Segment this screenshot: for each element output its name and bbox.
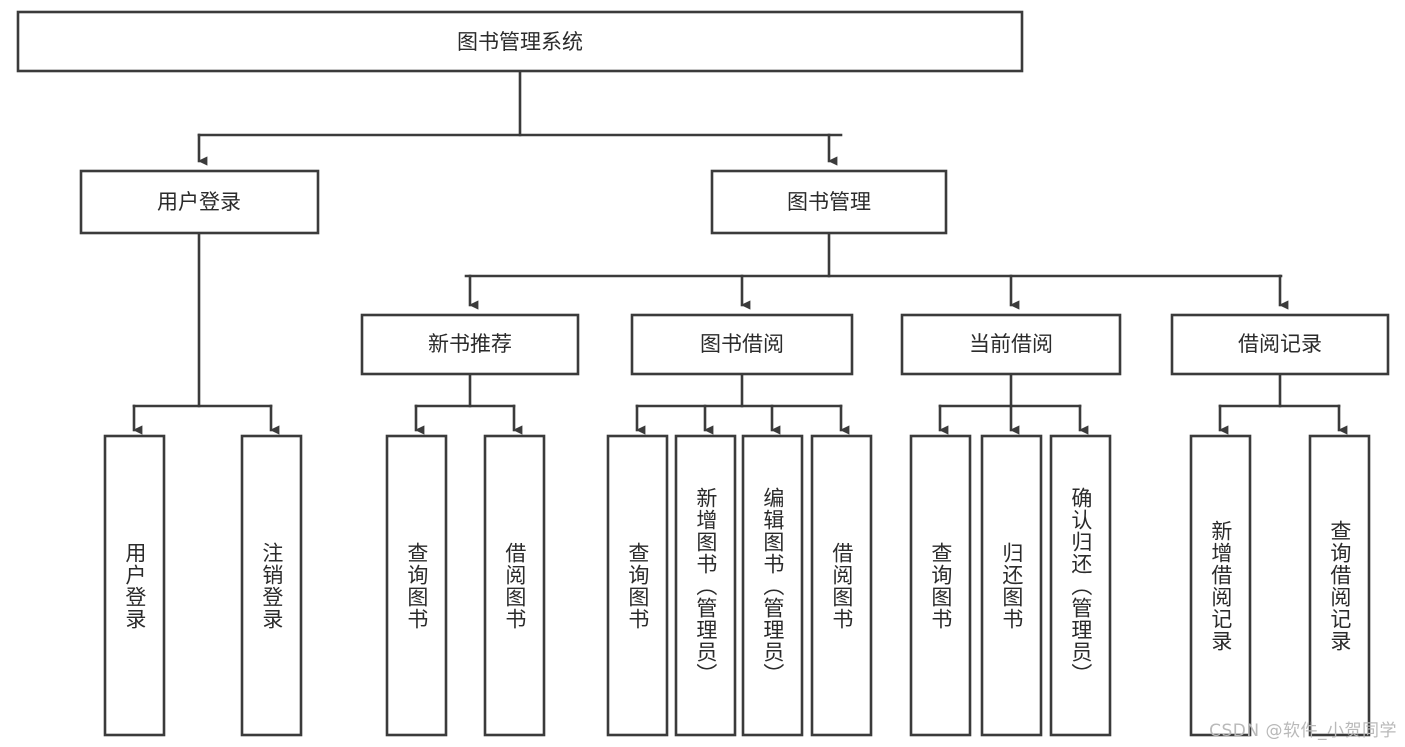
- node-leaf-add-book-box[interactable]: [674, 434, 737, 737]
- node-root[interactable]: 图书管理系统: [16, 10, 1024, 73]
- node-leaf-return-book-box[interactable]: [980, 434, 1043, 737]
- node-new-book-recommend-box[interactable]: [360, 313, 580, 376]
- node-leaf-user-login-box[interactable]: [103, 434, 166, 737]
- node-borrow-record[interactable]: 借阅记录: [1170, 313, 1390, 376]
- connectors-newbook-to-leaves: [414, 372, 523, 435]
- node-leaf-borrow-book-1-box[interactable]: [483, 434, 546, 737]
- node-leaf-add-record-box[interactable]: [1189, 434, 1252, 737]
- connectors-bookmanage-to-level3: [464, 231, 1289, 310]
- connectors-userlogin-to-leaves: [132, 231, 280, 435]
- node-leaf-user-logout-box[interactable]: [240, 434, 303, 737]
- node-borrow-record-box[interactable]: [1170, 313, 1390, 376]
- csdn-watermark: CSDN @软件_小贺同学: [1209, 721, 1397, 741]
- node-root-label: 图书管理系统: [457, 30, 583, 54]
- node-current-borrow-box[interactable]: [900, 313, 1122, 376]
- node-leaf-query-book-3-box[interactable]: [909, 434, 972, 737]
- node-user-login-label: 用户登录: [157, 190, 241, 214]
- leaf-boxes: [103, 434, 1371, 737]
- node-borrow-record-label: 借阅记录: [1238, 332, 1322, 356]
- node-book-borrow[interactable]: 图书借阅: [630, 313, 854, 376]
- node-leaf-borrow-book-2-box[interactable]: [810, 434, 873, 737]
- node-leaf-query-record-box[interactable]: [1308, 434, 1371, 737]
- connectors-currentborrow-to-leaves: [938, 372, 1089, 435]
- node-new-book-recommend[interactable]: 新书推荐: [360, 313, 580, 376]
- connectors-bookborrow-to-leaves: [635, 372, 850, 435]
- node-leaf-confirm-return-box[interactable]: [1049, 434, 1112, 737]
- node-book-borrow-box[interactable]: [630, 313, 854, 376]
- node-leaf-edit-book-box[interactable]: [741, 434, 804, 737]
- node-leaf-query-book-2-box[interactable]: [606, 434, 669, 737]
- node-leaf-query-book-1-box[interactable]: [385, 434, 448, 737]
- node-book-manage-label: 图书管理: [787, 190, 871, 214]
- node-user-login[interactable]: 用户登录: [79, 169, 320, 235]
- node-new-book-recommend-label: 新书推荐: [428, 332, 512, 356]
- node-current-borrow[interactable]: 当前借阅: [900, 313, 1122, 376]
- node-current-borrow-label: 当前借阅: [969, 332, 1053, 356]
- node-book-manage[interactable]: 图书管理: [710, 169, 948, 235]
- connectors-borrowrecord-to-leaves: [1218, 372, 1348, 435]
- node-root-box[interactable]: [16, 10, 1024, 73]
- node-book-borrow-label: 图书借阅: [700, 332, 784, 356]
- node-user-login-box[interactable]: [79, 169, 320, 235]
- connectors-root-to-level2: [197, 69, 843, 166]
- node-book-manage-box[interactable]: [710, 169, 948, 235]
